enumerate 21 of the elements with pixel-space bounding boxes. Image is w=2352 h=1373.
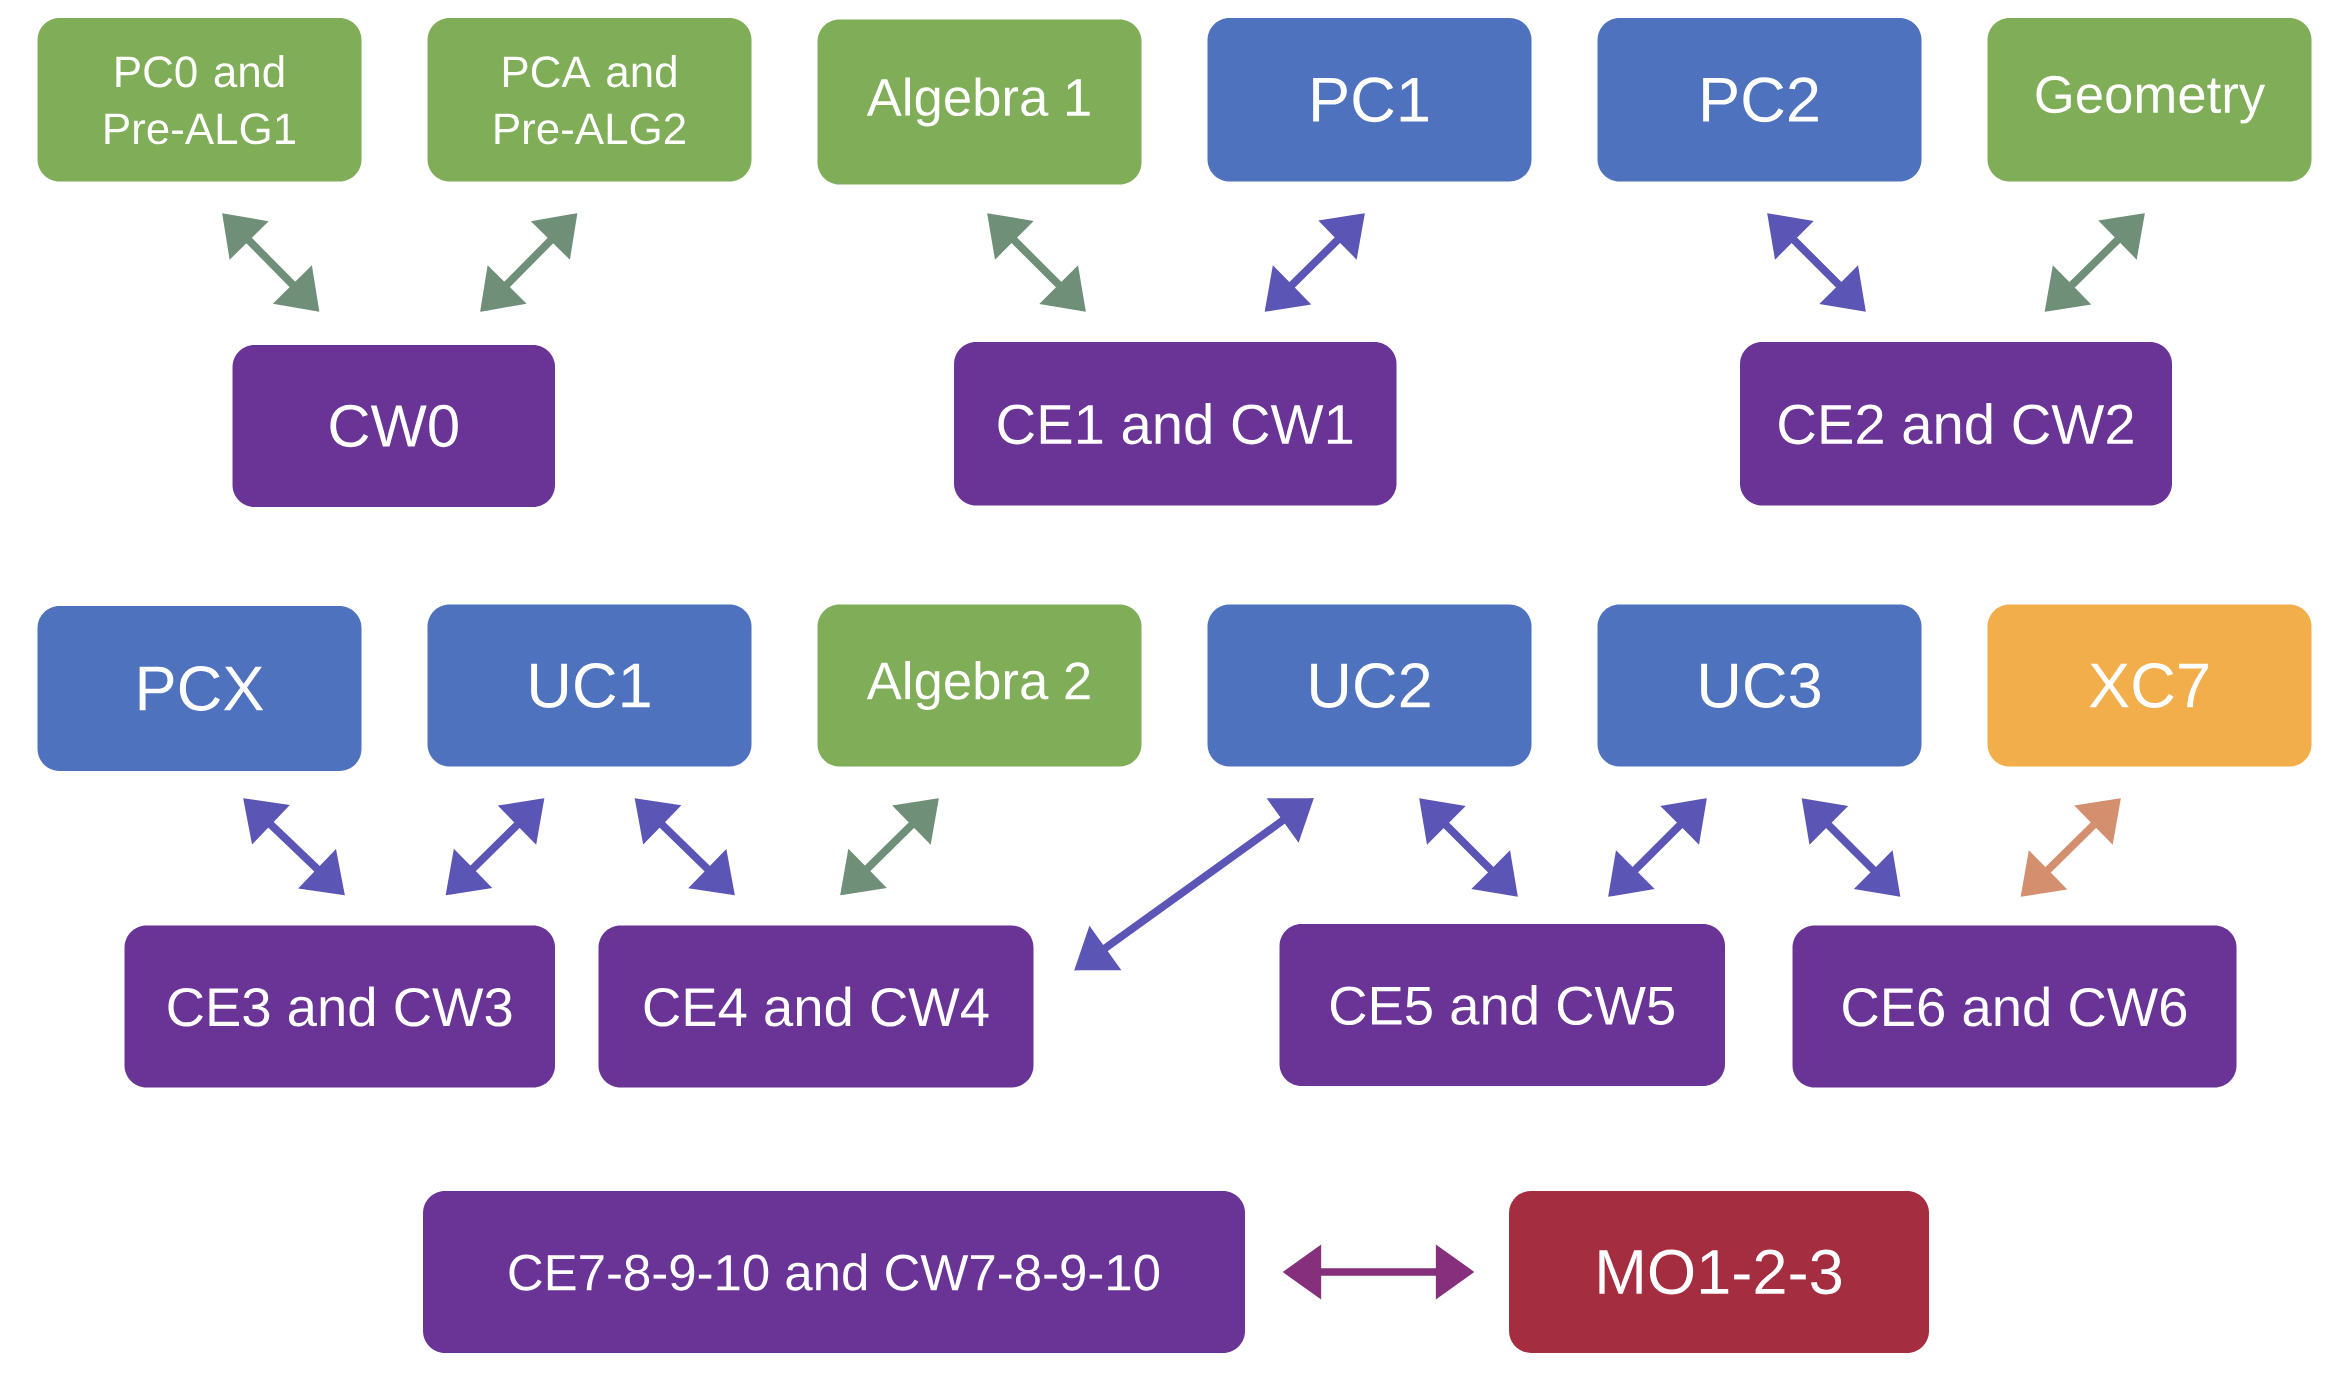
course-box: CE4 and CW4: [598, 925, 1034, 1088]
course-box: CE1 and CW1: [954, 342, 1397, 506]
course-box: XC7: [1987, 604, 2312, 767]
course-box: CE6 and CW6: [1792, 925, 2237, 1088]
course-box: Geometry: [1987, 18, 2312, 182]
course-box: PC2: [1597, 18, 1922, 182]
course-box: Algebra 1: [817, 19, 1142, 185]
course-box: UC1: [427, 604, 752, 767]
course-box: CW0: [232, 345, 555, 508]
course-box: Algebra 2: [817, 604, 1142, 767]
course-box: PCA and Pre-ALG2: [427, 18, 752, 182]
course-box: MO1-2-3: [1509, 1191, 1929, 1354]
course-box: CE5 and CW5: [1279, 924, 1725, 1087]
course-box: PC1: [1207, 18, 1532, 182]
course-box: CE2 and CW2: [1740, 342, 2172, 506]
course-box: PC0 and Pre-ALG1: [37, 18, 362, 182]
course-box: PCX: [37, 606, 362, 772]
course-box: CE3 and CW3: [124, 925, 555, 1088]
course-box: CE7-8-9-10 and CW7-8-9-10: [423, 1191, 1245, 1354]
course-box: UC3: [1597, 604, 1922, 767]
course-box: UC2: [1207, 604, 1532, 767]
